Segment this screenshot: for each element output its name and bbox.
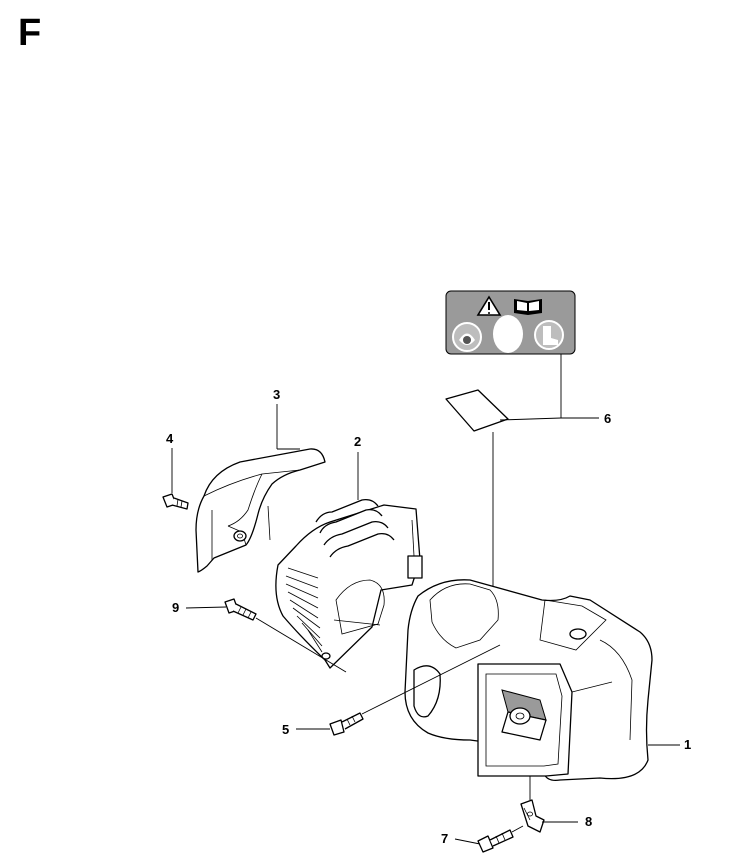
clip-8 (520, 799, 545, 833)
manual-book-icon (514, 299, 542, 315)
callout-2: 2 (354, 434, 361, 449)
decal-outline (445, 389, 509, 432)
callout-5: 5 (282, 722, 289, 737)
screw-4 (162, 493, 189, 510)
warning-triangle-icon (476, 295, 502, 316)
face-protection-icon (452, 322, 482, 352)
page-letter: F (18, 12, 42, 54)
screw-5 (329, 712, 364, 736)
callout-3: 3 (273, 387, 280, 402)
cylinder-shroud (275, 498, 423, 669)
callout-4: 4 (166, 431, 174, 446)
callout-7: 7 (441, 831, 448, 846)
ear-protection-icon (493, 315, 523, 353)
callout-8: 8 (585, 814, 592, 829)
decal-sticker (445, 290, 576, 355)
boot-icon (534, 320, 564, 350)
callout-1: 1 (684, 737, 691, 752)
top-cover (195, 448, 326, 573)
screw-9 (224, 598, 257, 621)
screw-7 (477, 829, 514, 853)
main-housing (404, 579, 653, 782)
callout-6: 6 (604, 411, 611, 426)
callout-9: 9 (172, 600, 179, 615)
